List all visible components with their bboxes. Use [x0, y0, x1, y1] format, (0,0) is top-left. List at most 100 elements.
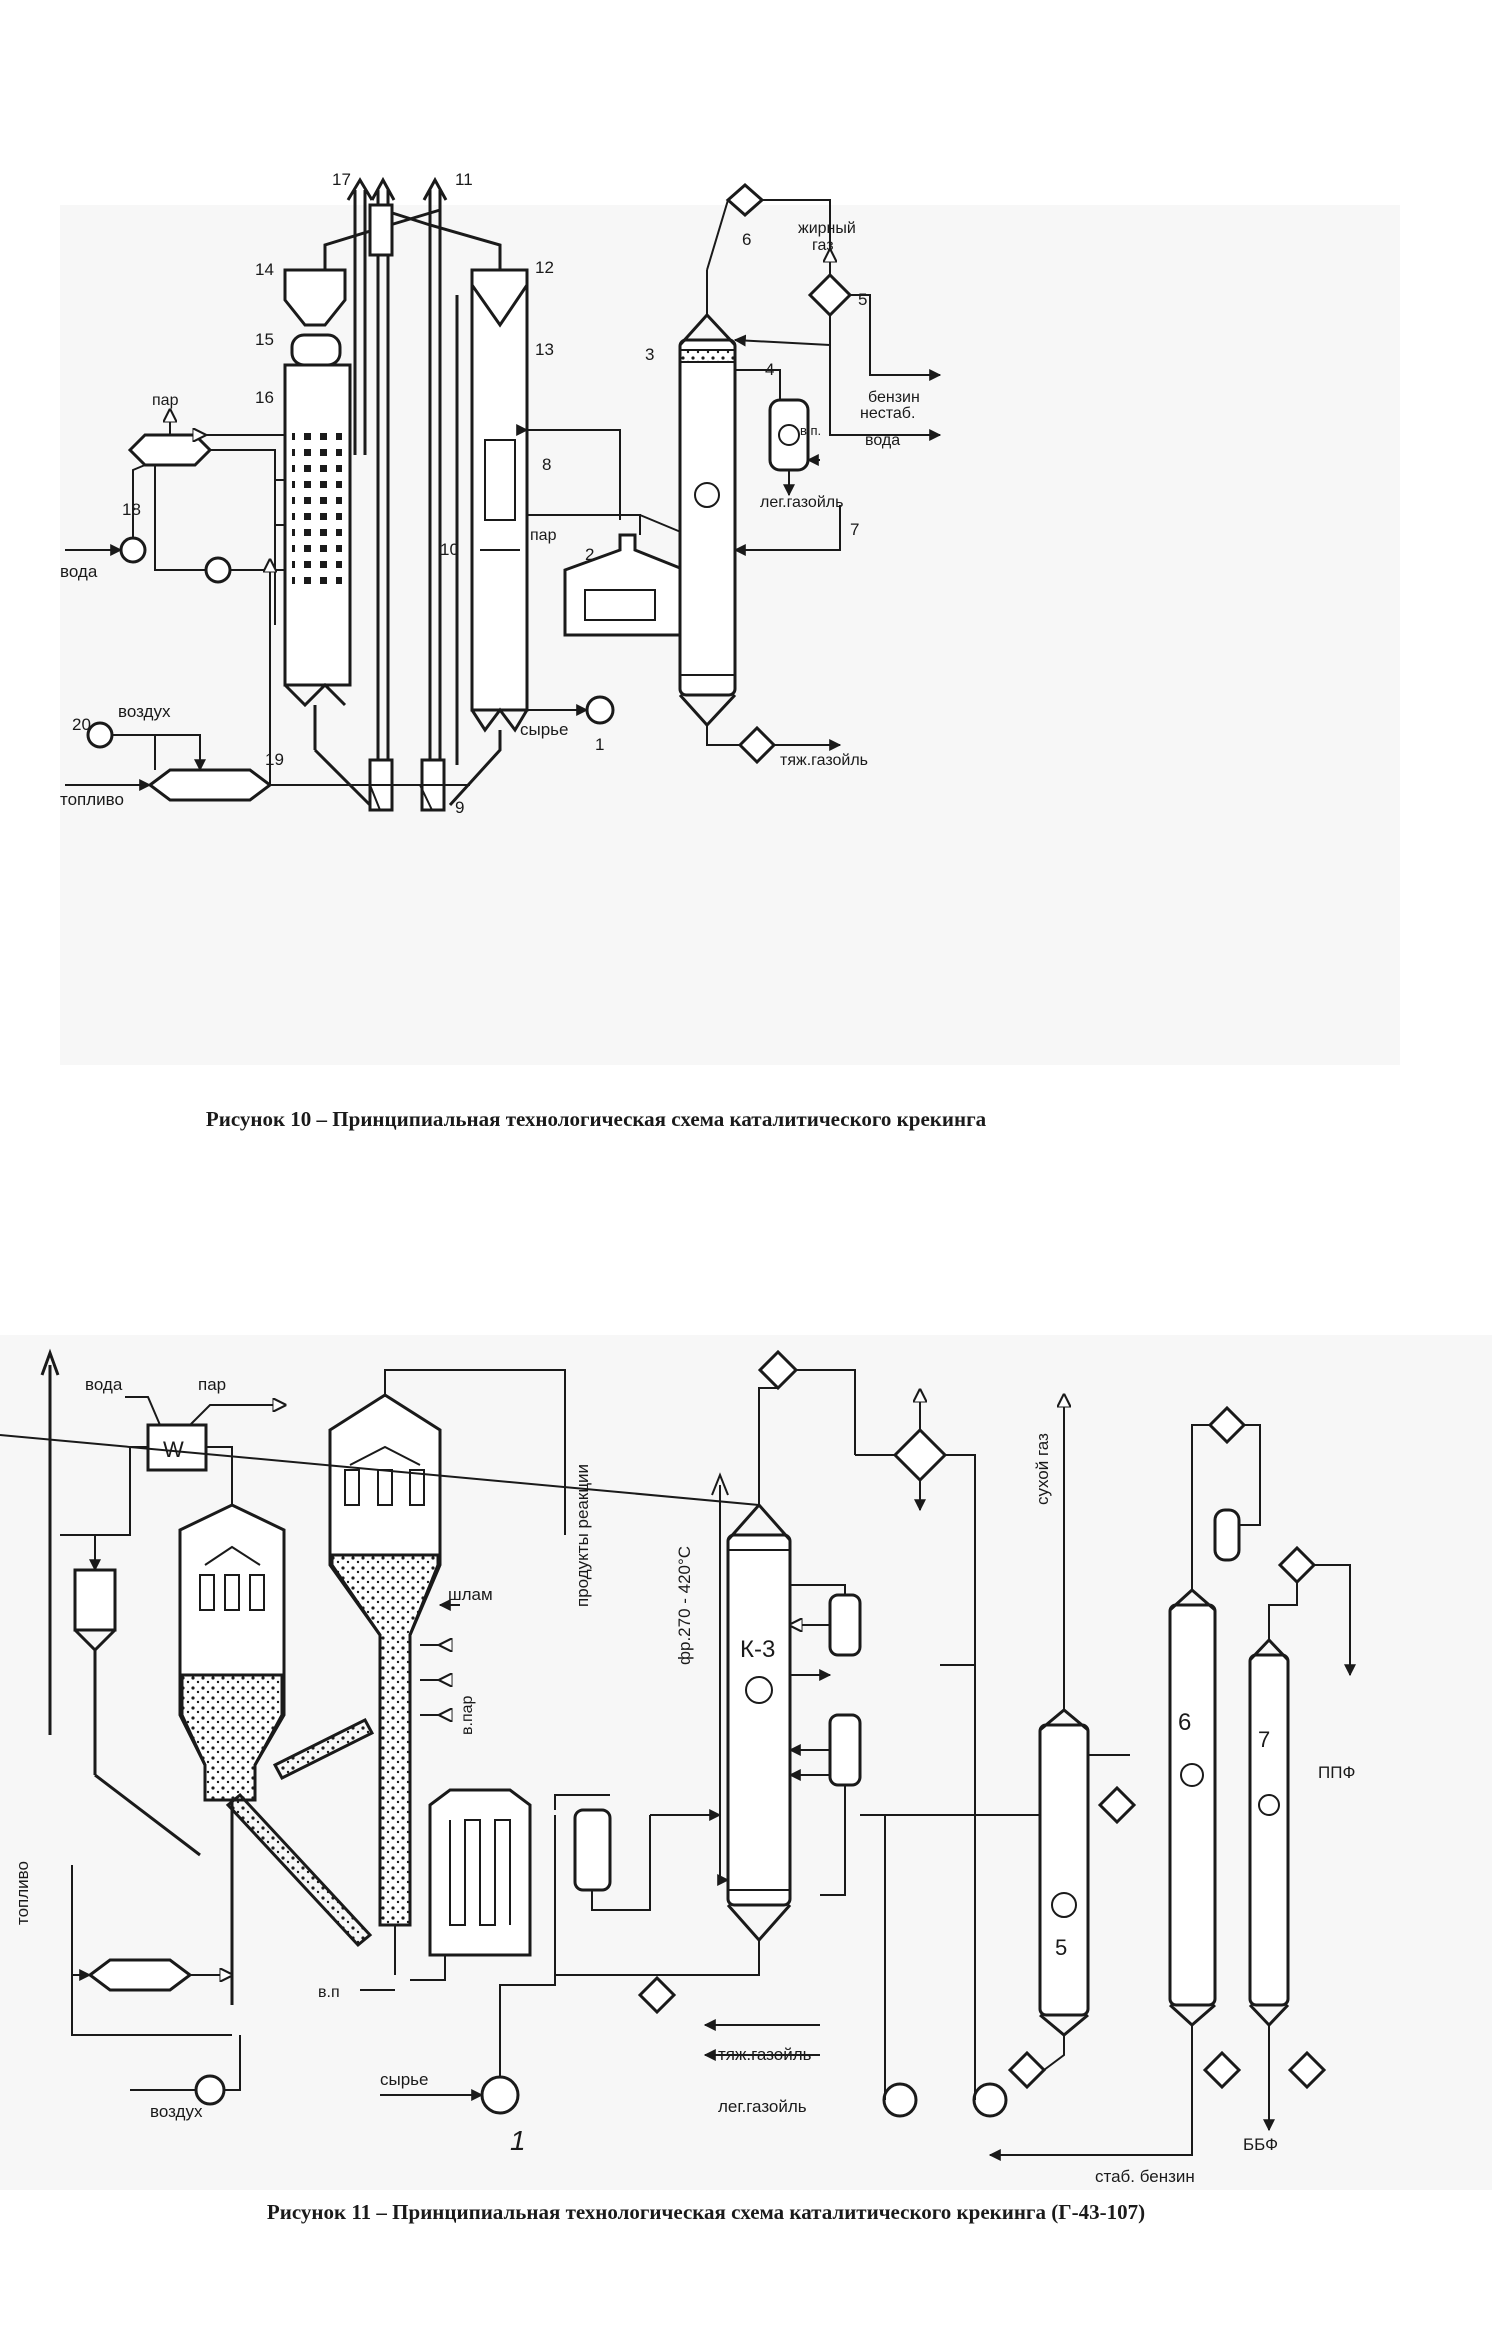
ppf-out	[1314, 1564, 1356, 1677]
feed-to-reactor	[516, 424, 621, 520]
reactor-cyclone	[484, 439, 516, 521]
col7-overhead	[1268, 1582, 1298, 1640]
label-vp: в.п	[318, 1984, 340, 2001]
label-par-top: пар	[152, 392, 179, 409]
label-ppf: ППФ	[1318, 1763, 1355, 1782]
num-1: 1	[595, 735, 604, 754]
air-heater	[87, 1958, 193, 1992]
air-blower	[194, 2074, 226, 2106]
waste-heat-boiler: W	[95, 1396, 285, 1536]
cyclone-to-regen	[94, 1773, 201, 1857]
transfer-line-lower	[225, 1792, 373, 1948]
water-to-boiler	[125, 1396, 161, 1426]
catalyst-transfer	[225, 1718, 375, 1948]
num-4: 4	[765, 360, 774, 379]
num-16: 16	[255, 388, 274, 407]
bottom-exchanger	[737, 725, 777, 765]
k3-condenser	[757, 1349, 799, 1391]
column-7: 7	[1248, 1545, 1356, 2132]
riser-17-arrow	[346, 177, 374, 201]
regenerator-bed	[180, 1673, 284, 1802]
label-leg: лег.газойль	[718, 2097, 807, 2116]
regenerator-11	[178, 1503, 286, 2005]
label-toplivo: топливо	[13, 1861, 32, 1925]
label-w: W	[163, 1437, 184, 1462]
label-stab: стаб. бензин	[1095, 2167, 1195, 2186]
col7-heater	[1258, 1794, 1280, 1816]
label-zhirny: жирный	[798, 220, 856, 237]
steam-from-boiler	[189, 1405, 285, 1426]
k3-overhead	[0, 1434, 760, 1506]
figure-10-labels: пар вода воздух топливо сырье пар жирный…	[60, 220, 920, 809]
pump-b	[972, 2082, 1008, 2118]
label-num5: 5	[1055, 1935, 1067, 1960]
boiler-return	[95, 1446, 148, 1536]
side-stripper-1	[828, 1593, 862, 1657]
absorber-heater	[1051, 1892, 1077, 1918]
label-syrye: сырье	[520, 720, 569, 739]
figure-11-labels: вода пар шлам в.пар продукты реакции фр.…	[13, 1375, 1355, 2186]
reactor-to-lift	[448, 730, 502, 807]
col6-body	[1168, 1603, 1217, 2007]
feed-pump-1	[480, 2075, 520, 2115]
absorber-reboiler	[1007, 2050, 1047, 2090]
label-gaz: газ	[812, 237, 834, 254]
absorber-exchanger	[1097, 1785, 1137, 1825]
col6-condenser	[1207, 1405, 1247, 1445]
label-par-reactor: пар	[530, 527, 557, 544]
riser-a-arrow	[370, 176, 396, 201]
label-fraction: фр.270 - 420°С	[675, 1546, 694, 1665]
furnace-11	[410, 1788, 532, 1981]
label-vp: в.п.	[800, 423, 821, 438]
stripper-1-in	[790, 1584, 846, 1595]
reactor-top-cone	[470, 284, 529, 328]
num-15: 15	[255, 330, 274, 349]
coil-connections	[275, 434, 285, 571]
col7-condenser	[1277, 1545, 1317, 1585]
label-num1: 1	[510, 2125, 526, 2156]
reactor-cyclone-1	[344, 1469, 360, 1506]
col6-reflux-drum	[1213, 1508, 1241, 1562]
riser-11-arrow	[422, 176, 448, 201]
stab-benzin-out	[1010, 2025, 1193, 2156]
cyclone-small	[73, 1568, 117, 1632]
label-num6: 6	[1178, 1709, 1191, 1736]
col6-reboiler	[1202, 2050, 1242, 2090]
label-leg-gazoil: лег.газойль	[760, 494, 843, 511]
k3-to-condenser	[758, 1387, 778, 1435]
sep-a-top	[554, 1794, 610, 1810]
lift-pot-left	[368, 203, 394, 257]
reflux-line	[733, 334, 831, 347]
circulating-reflux-7	[733, 505, 841, 556]
num-13: 13	[535, 340, 554, 359]
separator-5	[807, 272, 853, 318]
regen-cyclone-1	[199, 1574, 215, 1611]
k3-bottom	[726, 1904, 792, 1943]
label-tyazh-gazoil: тяж.газойль	[780, 752, 868, 769]
num-9: 9	[455, 798, 464, 817]
label-vozdukh: воздух	[118, 702, 171, 721]
col6-cond-out	[1239, 1424, 1261, 1526]
reactor	[448, 268, 621, 807]
furnace-coil	[584, 589, 656, 621]
num-3: 3	[645, 345, 654, 364]
furnace-coil	[449, 1819, 511, 1926]
num-18: 18	[122, 500, 141, 519]
pump-a	[882, 2082, 918, 2118]
label-tyazh: тяж.газойль	[718, 2045, 812, 2064]
label-bbf: ББФ	[1243, 2135, 1278, 2154]
cross-line-2	[382, 208, 502, 270]
bottom-left	[71, 1665, 1008, 2118]
reactor-cones	[470, 707, 529, 733]
label-voda: вода	[85, 1375, 123, 1394]
heavy-gasoil-out	[706, 725, 842, 751]
sep-a-bottom	[591, 1815, 651, 1911]
cyclone-cone	[73, 1628, 117, 1653]
num-5: 5	[858, 290, 867, 309]
col6-heater	[1180, 1763, 1204, 1787]
left-auxiliary	[65, 410, 470, 811]
figure-10-diagram: 1 2 3 4 5 6 7 8 9 10 11 12 13 14 15 16 1…	[60, 170, 1400, 1065]
label-nestab: нестаб.	[860, 405, 915, 422]
to-condenser	[706, 199, 729, 271]
separator-a	[573, 1808, 612, 1892]
